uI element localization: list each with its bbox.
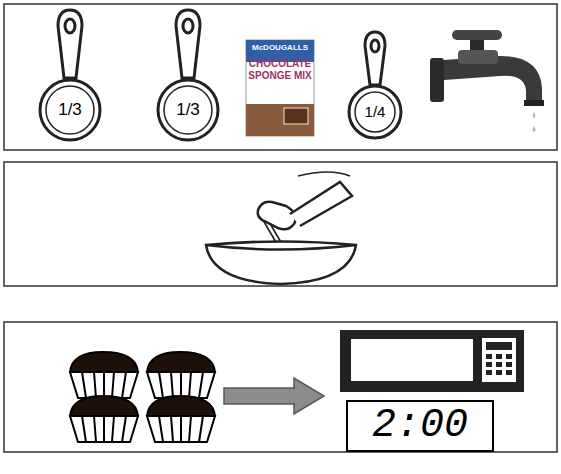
spoon-measure: 1/3 <box>176 100 200 120</box>
step-panel <box>4 322 557 452</box>
timer-display: 2:00 <box>346 400 494 452</box>
mix-packet <box>246 40 314 136</box>
step-panel <box>4 162 557 286</box>
microwave <box>340 330 524 392</box>
mix-packet-label: McDOUGALLSCHOCOLATE SPONGE MIX <box>246 40 314 104</box>
product-name: CHOCOLATE SPONGE MIX <box>246 55 314 84</box>
measuring-spoon: 1/4 <box>347 84 403 140</box>
brand-name: McDOUGALLS <box>246 40 314 55</box>
spoon-handle <box>58 10 385 85</box>
spoon-measure: 1/4 <box>365 103 386 120</box>
water-tap <box>430 30 544 132</box>
step-panel <box>4 4 557 150</box>
spoon-measure: 1/3 <box>58 100 82 120</box>
cupcakes <box>70 352 215 442</box>
measuring-spoon: 1/3 <box>156 78 220 142</box>
measuring-spoon: 1/3 <box>38 78 102 142</box>
timer-digits: 2:00 <box>372 403 468 449</box>
flow-arrow <box>224 378 324 414</box>
mixing-bowl <box>206 172 356 284</box>
